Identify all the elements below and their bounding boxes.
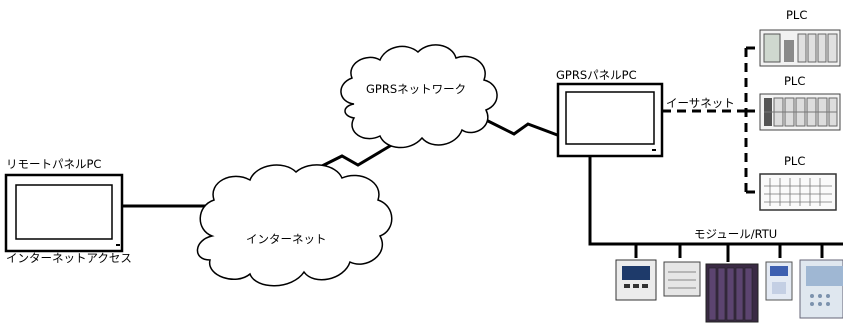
link-gprs-panelpc — [477, 114, 561, 138]
plc-device-3 — [759, 173, 837, 211]
module-rack — [705, 263, 759, 323]
gprs-network-label: GPRSネットワーク — [366, 82, 467, 96]
modules-label: モジュール/RTU — [694, 227, 778, 241]
gprs-panel-pc — [556, 82, 664, 158]
module-hmi — [799, 259, 843, 319]
gprs-pc-label: GPRSパネルPC — [556, 68, 637, 82]
internet-access-label: インターネットアクセス — [6, 251, 132, 265]
module-bus — [588, 148, 843, 262]
module-controller — [615, 259, 657, 301]
gprs-cloud — [340, 44, 498, 149]
internet-label: インターネット — [246, 232, 327, 246]
plc-device-2 — [759, 93, 841, 131]
plc-label-3: PLC — [784, 154, 806, 168]
plc-label-1: PLC — [786, 8, 808, 22]
ethernet-link — [662, 46, 760, 196]
module-drive — [765, 261, 793, 301]
internet-cloud — [196, 164, 393, 287]
plc-device-1 — [759, 29, 841, 67]
plc-label-2: PLC — [784, 74, 806, 88]
ethernet-label: イーサネット — [666, 96, 735, 110]
module-io — [663, 261, 701, 297]
remote-panel-pc — [4, 173, 124, 253]
remote-pc-label: リモートパネルPC — [6, 157, 102, 171]
